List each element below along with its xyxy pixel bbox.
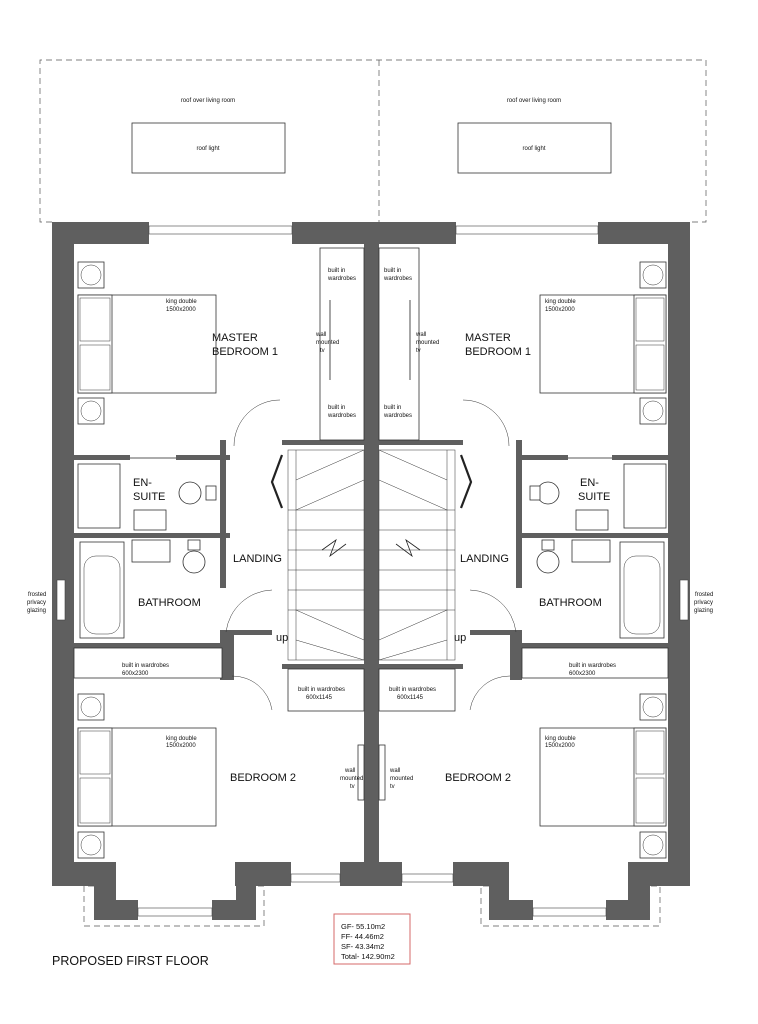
master-bedroom-label: BEDROOM 1 [212,346,278,358]
bed-size-label: 1500x2000 [166,307,196,313]
area-line: Total- 142.90m2 [341,952,395,961]
windows [56,225,689,927]
bed-size-label: king double [166,299,197,305]
wardrobe-label: 600x2300 [569,671,596,677]
master-bedroom-label: MASTER [212,332,258,344]
landing-label: LANDING [233,553,282,565]
tv-label: tv [350,784,355,790]
wardrobe-label: wardrobes [327,413,356,419]
bed-size-label: king double [545,299,576,305]
bathroom-label: BATHROOM [138,597,201,609]
tv-label: mounted [340,776,363,782]
wardrobe-label: built in wardrobes [389,687,436,693]
roof-light-left [131,122,286,174]
roof-light-label: roof light [196,146,219,152]
ensuite-label: SUITE [578,491,610,503]
bed-size-label: 1500x2000 [545,307,575,313]
landing-label: LANDING [460,553,509,565]
tv-label: mounted [390,776,413,782]
tv-label: wall [389,768,400,774]
area-line: SF- 43.34m2 [341,942,384,951]
walls [52,222,690,920]
wardrobe-label: built in [328,405,345,411]
tv-label: tv [416,348,421,354]
tv-label: wall [415,332,426,338]
bedroom2-label: BEDROOM 2 [230,772,296,784]
roof-label: roof over living room [507,98,561,104]
ensuite-label: EN- [133,477,152,489]
ensuite-label: SUITE [133,491,165,503]
master-bedroom-label: MASTER [465,332,511,344]
labels-right: roof over living room roof light MASTER … [383,98,713,790]
roof-outline [39,59,707,223]
frosted-glazing-label: privacy [27,600,46,606]
wardrobe-label: built in [384,405,401,411]
area-line: GF- 55.10m2 [341,922,385,931]
tv-label: mounted [316,340,339,346]
frosted-glazing-label: glazing [694,608,713,614]
frosted-glazing-label: frosted [28,592,46,598]
tv-label: mounted [416,340,439,346]
area-line: FF- 44.46m2 [341,932,384,941]
roof-light-right [457,122,612,174]
wardrobe-label: built in [384,268,401,274]
frosted-glazing-label: frosted [695,592,713,598]
bed-size-label: 1500x2000 [545,743,575,749]
bed-size-label: king double [166,736,197,742]
wardrobe-label: 600x1145 [306,695,333,701]
stair-up-label: up [276,632,288,644]
tv-label: tv [320,348,325,354]
wardrobe-label: wardrobes [383,276,412,282]
tv-label: tv [390,784,395,790]
wardrobe-label: built in wardrobes [122,663,169,669]
master-bedroom-label: BEDROOM 1 [465,346,531,358]
roof-light-label: roof light [522,146,545,152]
bed-size-label: king double [545,736,576,742]
stair-up-label: up [454,632,466,644]
tv-label: wall [315,332,326,338]
furniture-left [73,247,365,859]
labels-left: roof over living room roof light MASTER … [27,98,363,790]
furniture-right [378,247,669,859]
tv-label: wall [344,768,355,774]
wardrobe-label: 600x2300 [122,671,149,677]
area-schedule: GF- 55.10m2 FF- 44.46m2 SF- 43.34m2 Tota… [333,913,411,965]
ensuite-label: EN- [580,477,599,489]
wardrobe-label: wardrobes [327,276,356,282]
wardrobe-label: wardrobes [383,413,412,419]
bathroom-label: BATHROOM [539,597,602,609]
plan-title: PROPOSED FIRST FLOOR [52,954,209,968]
frosted-glazing-label: glazing [27,608,46,614]
bed-size-label: 1500x2000 [166,743,196,749]
wardrobe-label: built in wardrobes [298,687,345,693]
wardrobe-label: built in [328,268,345,274]
frosted-glazing-label: privacy [694,600,713,606]
wardrobe-label: built in wardrobes [569,663,616,669]
bedroom2-label: BEDROOM 2 [445,772,511,784]
wardrobe-label: 600x1145 [397,695,424,701]
roof-label: roof over living room [181,98,235,104]
